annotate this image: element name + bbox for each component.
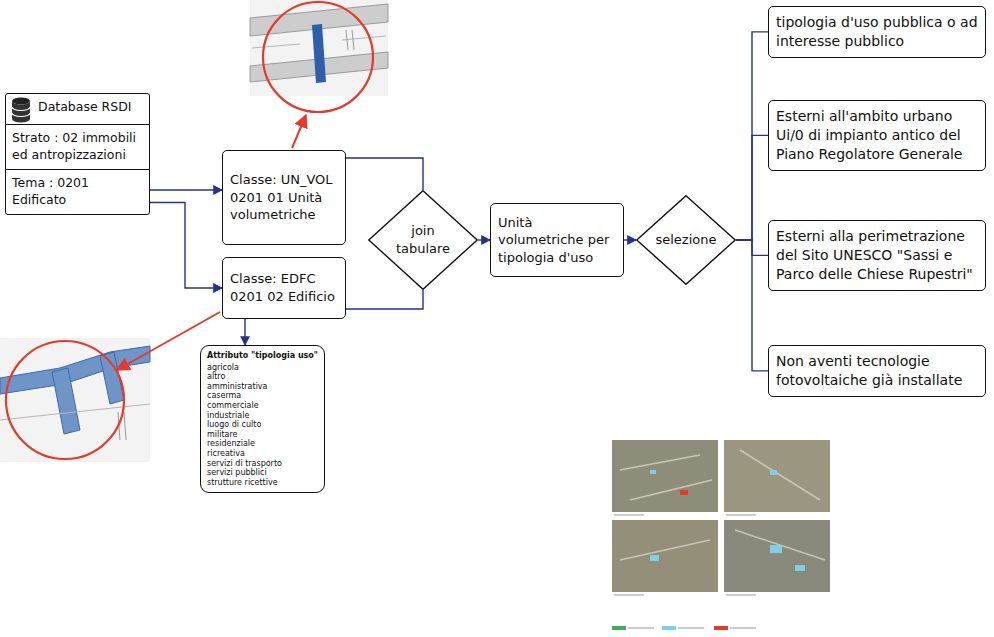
process-box: Unità volumetriche per tipologia d'uso: [490, 203, 624, 277]
diamond-shape: [369, 191, 477, 289]
connector: [150, 189, 222, 190]
node-text: Classe: EDFC 0201 02 Edificio: [230, 270, 338, 305]
diamond-shape: [637, 196, 735, 284]
node-text: servizi di trasporto: [207, 459, 318, 469]
result-maps: [612, 440, 830, 630]
map-detail-volumes: [250, 0, 388, 148]
node-text: residenziale: [207, 439, 318, 449]
criterion-box: Esterni alla perimetrazione del Sito UNE…: [768, 220, 986, 291]
connector: [150, 203, 222, 289]
node-text: luogo di culto: [207, 420, 318, 430]
node-text: Esterni all'ambito urbano Ui/0 di impian…: [776, 107, 978, 164]
attribute-box: Attributo "tipologia uso" agricolaaltroam…: [200, 345, 325, 493]
node-text: ricreativa: [207, 449, 318, 459]
node-text: Classe: UN_VOL 0201 01 Unità volumetrich…: [230, 171, 338, 224]
connector: [346, 158, 423, 190]
connector: [736, 32, 768, 240]
node-text: caserma: [207, 391, 318, 401]
map-detail-buildings: [0, 312, 220, 462]
node-text: Esterni alla perimetrazione del Sito UNE…: [776, 227, 978, 284]
node-text: Database RSDI: [6, 94, 149, 124]
database-box: Database RSDIStrato : 02 immobili ed ant…: [5, 93, 150, 215]
node-text: strutture ricettive: [207, 478, 318, 488]
node-text: selezione: [655, 231, 716, 249]
node-text: join tabulare: [386, 222, 460, 257]
decision-diamond: selezione: [636, 195, 736, 285]
connector: [624, 239, 636, 240]
connector: [244, 319, 245, 345]
connector: [478, 239, 490, 240]
decision-diamond: join tabulare: [368, 190, 478, 290]
node-text: Non aventi tecnologie fotovoltaiche già …: [776, 352, 978, 390]
node-text: industriale: [207, 411, 318, 421]
connector: [346, 290, 423, 309]
connector: [736, 240, 768, 371]
class-box: Classe: EDFC 0201 02 Edificio: [222, 257, 346, 319]
class-box: Classe: UN_VOL 0201 01 Unità volumetrich…: [222, 150, 346, 245]
node-text: militare: [207, 430, 318, 440]
node-text: servizi pubblici: [207, 468, 318, 478]
database-icon: [12, 98, 30, 123]
node-text: Tema : 0201 Edificato: [6, 169, 149, 214]
node-text: commerciale: [207, 401, 318, 411]
criterion-box: Non aventi tecnologie fotovoltaiche già …: [768, 345, 986, 397]
node-text: altro: [207, 372, 318, 382]
criterion-box: Esterni all'ambito urbano Ui/0 di impian…: [768, 100, 986, 171]
criterion-box: tipologia d'uso pubblica o ad interesse …: [768, 6, 986, 58]
node-text: agricola: [207, 363, 318, 373]
node-text: Strato : 02 immobili ed antropizzazioni: [6, 124, 149, 169]
node-text: Unità volumetriche per tipologia d'uso: [498, 214, 616, 267]
connector: [736, 135, 768, 240]
node-text: amministrativa: [207, 382, 318, 392]
node-text: tipologia d'uso pubblica o ad interesse …: [776, 13, 978, 51]
node-text: Attributo "tipologia uso": [207, 351, 318, 361]
diamond-outline: [368, 190, 478, 290]
